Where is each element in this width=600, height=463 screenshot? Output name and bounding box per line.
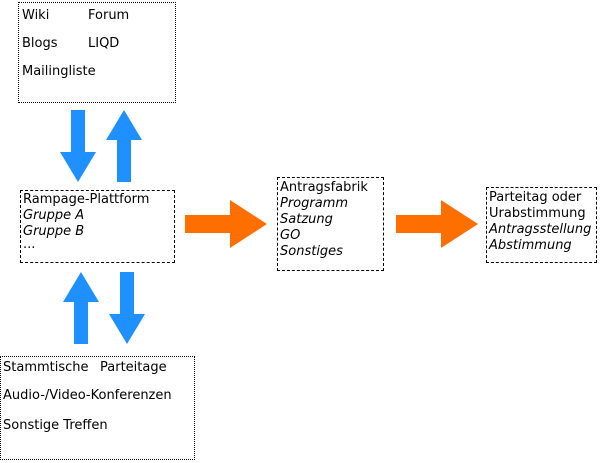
- label-sonstige-treffen: Sonstige Treffen: [3, 418, 108, 433]
- label-av-konferenzen: Audio-/Video-Konferenzen: [3, 388, 172, 403]
- label-forum: Forum: [88, 8, 130, 23]
- label-gruppe-a: Gruppe A: [23, 208, 85, 223]
- box-parteitag-urabstimmung: Parteitag oder Urabstimmung Antragsstell…: [486, 187, 597, 263]
- right-arrow-icon: [185, 200, 267, 248]
- label-satzung: Satzung: [280, 212, 333, 227]
- box-offline-meetings: Stammtische Parteitage Audio-/Video-Konf…: [0, 356, 195, 460]
- label-abstimmung: Abstimmung: [489, 238, 572, 253]
- label-blogs: Blogs: [22, 36, 58, 51]
- label-decision-line1: Parteitag oder: [489, 190, 582, 205]
- up-arrow-icon: [106, 110, 142, 182]
- up-arrow-icon: [63, 272, 99, 344]
- box-online-tools: Wiki Forum Blogs LIQD Mailingliste: [18, 2, 176, 103]
- label-platform-more: ...: [23, 237, 36, 252]
- label-sonstiges: Sonstiges: [280, 244, 343, 259]
- label-decision-line2: Urabstimmung: [489, 206, 586, 221]
- label-programm: Programm: [280, 196, 349, 211]
- label-antragsstellung: Antragsstellung: [489, 222, 592, 237]
- label-platform-title: Rampage-Plattform: [23, 192, 150, 207]
- down-arrow-icon: [60, 110, 96, 182]
- label-parteitage: Parteitage: [100, 360, 167, 375]
- label-gruppe-b: Gruppe B: [23, 224, 85, 239]
- down-arrow-icon: [109, 272, 145, 344]
- label-antragsfabrik-title: Antragsfabrik: [280, 180, 368, 195]
- right-arrow-icon: [396, 200, 478, 248]
- label-go: GO: [280, 228, 301, 243]
- box-antragsfabrik: Antragsfabrik Programm Satzung GO Sonsti…: [277, 177, 384, 271]
- label-wiki: Wiki: [22, 8, 50, 23]
- label-stammtische: Stammtische: [3, 360, 89, 375]
- label-liqd: LIQD: [88, 36, 120, 51]
- box-rampage-plattform: Rampage-Plattform Gruppe A Gruppe B ...: [20, 190, 175, 263]
- label-mailingliste: Mailingliste: [22, 64, 96, 79]
